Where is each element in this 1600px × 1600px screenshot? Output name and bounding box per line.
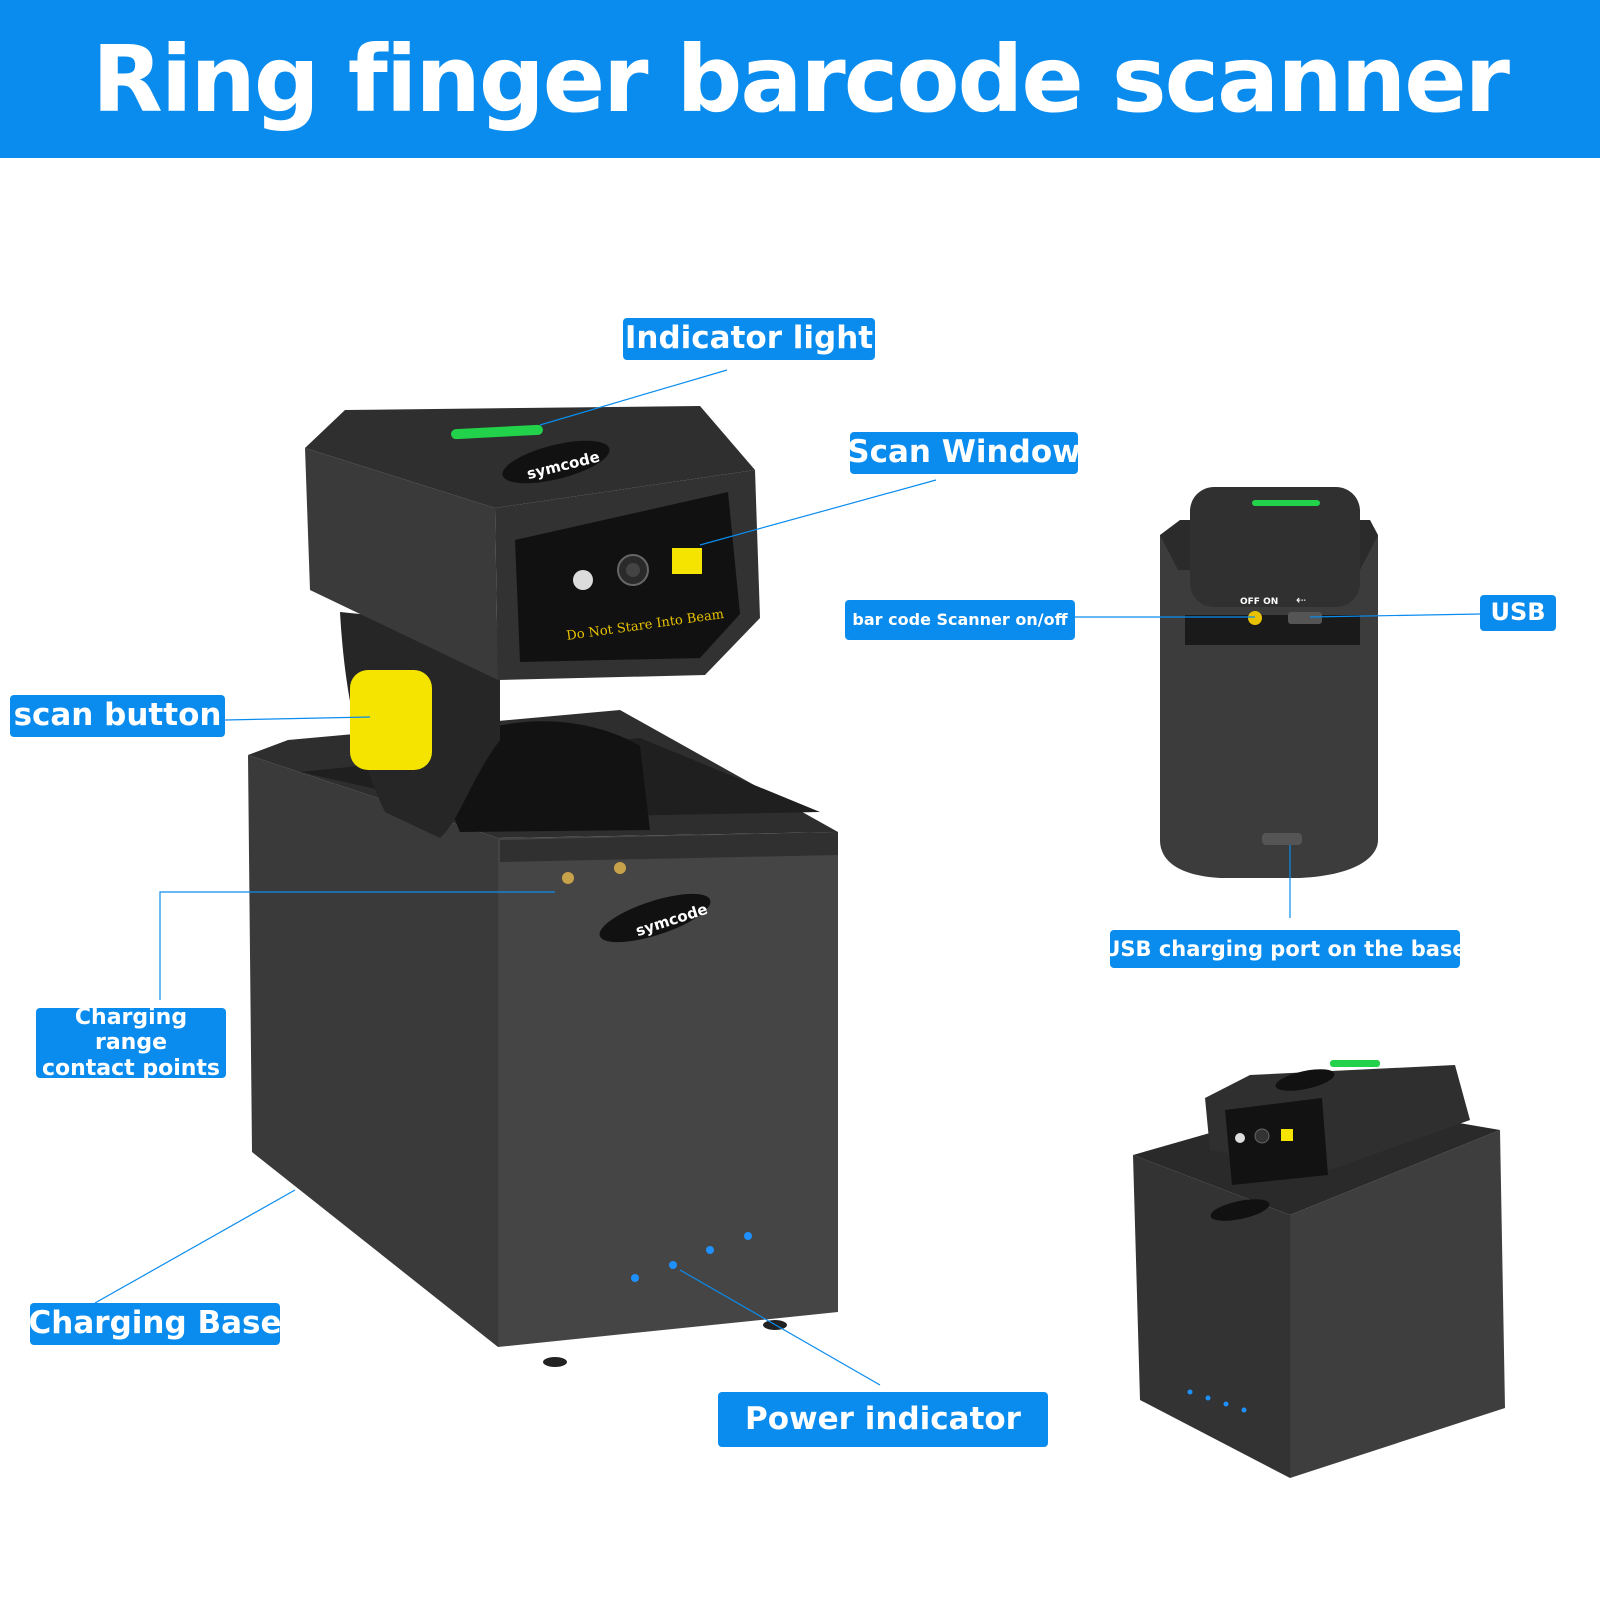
ring-scanner: symcode Do Not Stare Into Beam bbox=[305, 406, 760, 838]
label-indicator-light: Indicator light bbox=[623, 318, 875, 360]
docked-indicator-led bbox=[1330, 1060, 1380, 1067]
power-switch-knob bbox=[1248, 611, 1262, 625]
leader-lines bbox=[94, 369, 1481, 1386]
label-usb-charging-port: USB charging port on the base bbox=[1103, 930, 1467, 968]
svg-text:⇠: ⇠ bbox=[1296, 593, 1306, 607]
label-usb: USB bbox=[1480, 595, 1556, 631]
power-indicator-leds bbox=[631, 1232, 752, 1282]
rear-view-base: OFF ON ⇠ bbox=[1160, 487, 1378, 878]
label-charging-contact-points: Charging range contact points bbox=[36, 1005, 226, 1081]
usb-port-shape bbox=[1288, 612, 1322, 624]
base-usb-port-shape bbox=[1262, 833, 1302, 845]
charging-contact-points bbox=[562, 862, 626, 884]
label-scan-button: scan button bbox=[10, 695, 225, 737]
docked-view bbox=[1133, 1060, 1505, 1478]
charging-base bbox=[248, 710, 838, 1367]
switch-marking: OFF ON bbox=[1240, 597, 1278, 607]
label-charging-base: Charging Base bbox=[29, 1303, 281, 1345]
scan-button-shape bbox=[350, 670, 432, 770]
label-scanner-switch: bar code Scanner on/off bbox=[845, 600, 1075, 640]
label-power-indicator: Power indicator bbox=[718, 1392, 1048, 1447]
page-title: Ring finger barcode scanner bbox=[92, 25, 1510, 133]
label-scan-window: Scan Window bbox=[847, 432, 1081, 474]
indicator-light-led bbox=[451, 424, 543, 440]
title-banner: Ring finger barcode scanner bbox=[0, 0, 1600, 158]
rear-indicator-led bbox=[1252, 500, 1320, 506]
